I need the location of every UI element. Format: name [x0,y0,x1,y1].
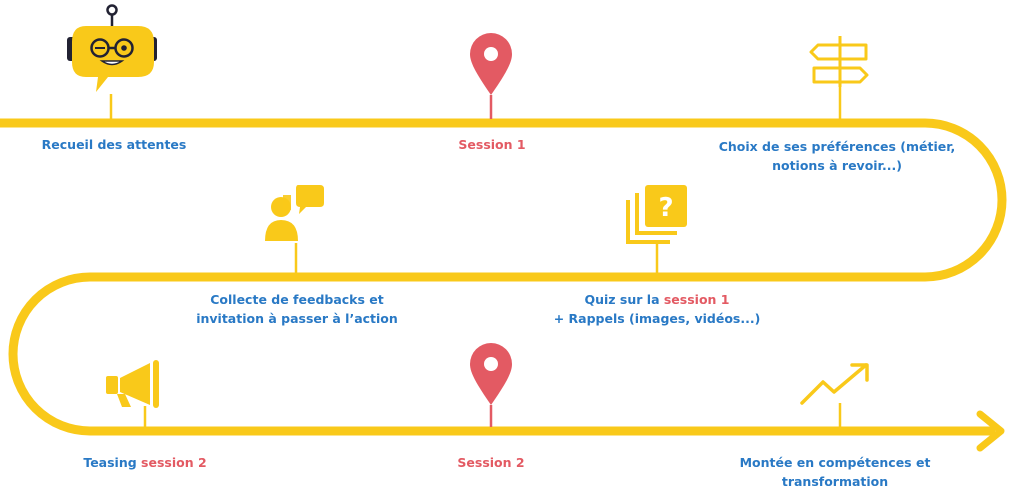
milestone-label-teasing: Teasing session 2 [83,453,206,472]
feedback-line-2: invitation à passer à l’action [196,311,398,326]
choix-line-2: notions à revoir...) [772,158,902,173]
quiz-question-cards-icon: ? [626,185,687,244]
montee-line-1: Montée en compétences et [739,455,931,470]
milestone-label-session-1: Session 1 [458,137,526,152]
montee-line-2: transformation [781,474,889,489]
milestone-label-choix: Choix de ses préférences (métier, notion… [719,137,956,175]
megaphone-icon [106,360,159,408]
trending-up-arrow-icon [800,363,869,405]
chatbot-robot-icon [67,4,157,92]
connector-stems [109,87,842,427]
quiz-line-2: + Rappels (images, vidéos...) [553,311,761,326]
quiz-session-highlight: session 1 [663,292,730,307]
milestone-label-session-2: Session 2 [457,455,525,470]
teasing-session-highlight: session 2 [141,455,207,470]
quiz-line-1-prefix: Quiz sur la [584,292,664,307]
roadmap-track [0,118,1007,436]
teasing-prefix: Teasing [83,455,142,470]
feedback-line-1: Collecte de feedbacks et [210,292,384,307]
map-pin-icon [470,343,512,405]
map-pin-icon [470,33,512,95]
milestone-label-recueil: Recueil des attentes [41,137,187,152]
signpost-icon [809,36,869,87]
milestone-label-feedback: Collecte de feedbacks et invitation à pa… [196,290,398,328]
svg-text:?: ? [658,193,673,223]
choix-line-1: Choix de ses préférences (métier, [718,139,956,154]
milestone-label-quiz: Quiz sur la session 1 + Rappels (images,… [554,290,761,328]
quiz-line-1: Quiz sur la session 1 [554,290,761,309]
person-speech-bubble-icon [265,185,324,241]
track-arrow-head [976,410,1005,452]
milestone-label-montee: Montée en compétences et transformation [740,453,931,491]
